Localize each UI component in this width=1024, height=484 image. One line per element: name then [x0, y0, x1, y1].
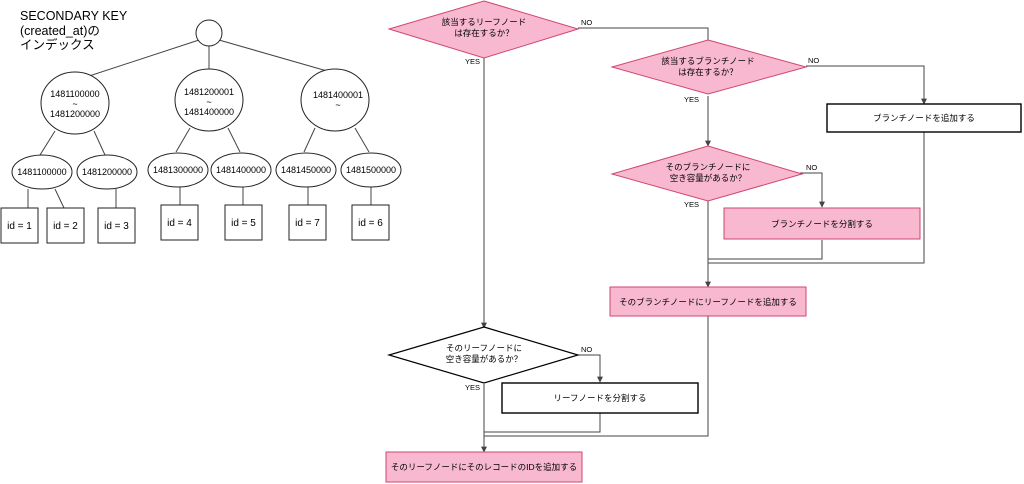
flowchart: YES NO YES NO YES NO YES NO 該当するリーフノード は…: [385, 0, 1022, 483]
action-add-branch: ブランチノードを追加する: [826, 103, 1022, 133]
record-box-3-label: id = 3: [104, 221, 129, 232]
action-split-leaf: リーフノードを分割する: [501, 382, 699, 414]
edge-root-node-3: [218, 39, 335, 74]
tree-title-line-1: SECONDARY KEY: [20, 9, 128, 23]
edge-node-2-leaf-3: [175, 127, 191, 153]
edge-node-3-leaf-6: [354, 127, 370, 153]
leaf-node-5: 1481450000: [275, 152, 337, 188]
record-box-5: id = 5: [224, 204, 263, 241]
internal-node-3: 1481400001 ~: [300, 68, 370, 132]
record-box-7: id = 6: [351, 204, 390, 241]
action-add-id-to-leaf: そのリーフノードにそのレコードのIDを追加する: [385, 451, 583, 483]
edge-node-1-leaf-1: [39, 130, 56, 156]
label-yes-branch-space: YES: [684, 200, 699, 209]
internal-node-2: 1481200001 ~ 1481400000: [174, 68, 244, 132]
record-box-2-label: id = 2: [53, 221, 78, 232]
leaf-node-3: 1481300000: [147, 152, 209, 188]
action-add-id-to-leaf-label: そのリーフノードにそのレコードのIDを追加する: [391, 462, 577, 472]
label-no-leaf-space: NO: [581, 345, 592, 354]
label-yes-leaf-space: YES: [465, 383, 480, 392]
leaf-node-4: 1481400000: [210, 152, 272, 188]
action-split-branch: ブランチノードを分割する: [723, 207, 921, 240]
decision-leaf-exists: 該当するリーフノード は存在するか？: [387, 0, 580, 59]
decision-branch-exists-line-1: 該当するブランチノード: [661, 56, 754, 66]
leaf-node-2: 1481200000: [76, 154, 138, 190]
edge-root-node-1: [76, 39, 200, 81]
action-split-leaf-label: リーフノードを分割する: [554, 393, 647, 403]
internal-node-3-line-1: 1481400001: [313, 90, 363, 100]
record-box-4: id = 4: [160, 204, 199, 241]
flow-edge-split-branch-merge: [708, 240, 823, 260]
record-box-3: id = 3: [97, 207, 136, 244]
leaf-node-6-key: 1481500000: [346, 165, 396, 175]
decision-leaf-space-line-1: そのリーフノードに: [446, 343, 522, 353]
internal-node-1: 1481100000 ~ 1481200000: [40, 71, 110, 135]
record-box-2: id = 2: [46, 207, 85, 244]
record-box-1-label: id = 1: [7, 221, 32, 232]
decision-leaf-space-line-2: 空き容量があるか？: [446, 354, 523, 364]
action-add-leaf-to-branch: そのブランチノードにリーフノードを追加する: [609, 286, 807, 317]
edge-node-3-leaf-5: [303, 127, 316, 153]
label-yes-leaf-exists: YES: [465, 57, 480, 66]
decision-branch-exists-line-2: は存在するか？: [678, 67, 738, 77]
record-box-6-label: id = 7: [295, 218, 320, 229]
record-box-4-label: id = 4: [167, 218, 192, 229]
label-no-branch-space: NO: [806, 163, 817, 172]
label-no-leaf-exists: NO: [581, 18, 592, 27]
flow-edge-split-leaf-merge: [484, 413, 601, 433]
leaf-node-1-key: 1481100000: [17, 167, 66, 177]
internal-node-1-line-2: ~: [72, 99, 77, 109]
flow-edge-branch-space-no: [800, 172, 825, 208]
internal-node-1-line-3: 1481200000: [50, 109, 100, 119]
decision-branch-exists: 該当するブランチノード は存在するか？: [610, 39, 808, 95]
flow-edge-add-leaf-merge: [484, 316, 709, 437]
record-box-7-label: id = 6: [358, 218, 383, 229]
tree-root-node: [195, 19, 223, 47]
action-add-leaf-to-branch-label: そのブランチノードにリーフノードを追加する: [619, 297, 797, 307]
decision-leaf-exists-line-1: 該当するリーフノード: [442, 17, 527, 27]
flow-edge-add-branch-merge: [708, 132, 925, 264]
decision-leaf-space: そのリーフノードに 空き容量があるか？: [386, 326, 581, 384]
leaf-node-1: 1481100000: [11, 154, 73, 190]
tree-title-line-2: (created_at)の: [20, 24, 100, 38]
internal-node-3-line-2: ~: [335, 100, 340, 110]
record-box-1: id = 1: [0, 207, 39, 244]
tree-title-line-3: インデックス: [20, 37, 95, 52]
label-yes-branch-exists: YES: [684, 95, 699, 104]
leaf-node-2-key: 1481200000: [82, 167, 132, 177]
decision-branch-space-line-2: 空き容量があるか？: [670, 173, 747, 183]
leaf-node-5-key: 1481450000: [281, 165, 331, 175]
action-add-branch-label: ブランチノードを追加する: [873, 113, 975, 123]
decision-leaf-exists-line-2: は存在するか？: [454, 28, 514, 38]
internal-node-1-line-1: 1481100000: [50, 89, 99, 99]
flow-edge-leaf-space-no: [578, 354, 603, 383]
internal-node-2-line-2: ~: [206, 97, 211, 107]
label-no-branch-exists: NO: [808, 56, 819, 65]
flow-edge-branch-exists-no: [806, 65, 927, 105]
record-box-5-label: id = 5: [231, 218, 256, 229]
internal-node-2-line-1: 1481200001: [184, 87, 234, 97]
leaf-node-4-key: 1481400000: [216, 165, 266, 175]
edge-leaf-1-rec-2: [54, 188, 65, 209]
leaf-node-3-key: 1481300000: [153, 165, 203, 175]
internal-node-2-line-3: 1481400000: [184, 107, 234, 117]
action-split-branch-label: ブランチノードを分割する: [771, 219, 873, 229]
decision-branch-space: そのブランチノードに 空き容量があるか？: [610, 145, 804, 202]
leaf-node-6: 1481500000: [340, 152, 402, 188]
edge-node-1-leaf-2: [93, 130, 106, 156]
index-tree: SECONDARY KEY (created_at)の インデックス 14811…: [0, 9, 402, 244]
decision-branch-space-line-1: そのブランチノードに: [666, 162, 751, 172]
edge-node-2-leaf-4: [227, 127, 241, 153]
record-box-6: id = 7: [288, 204, 327, 241]
